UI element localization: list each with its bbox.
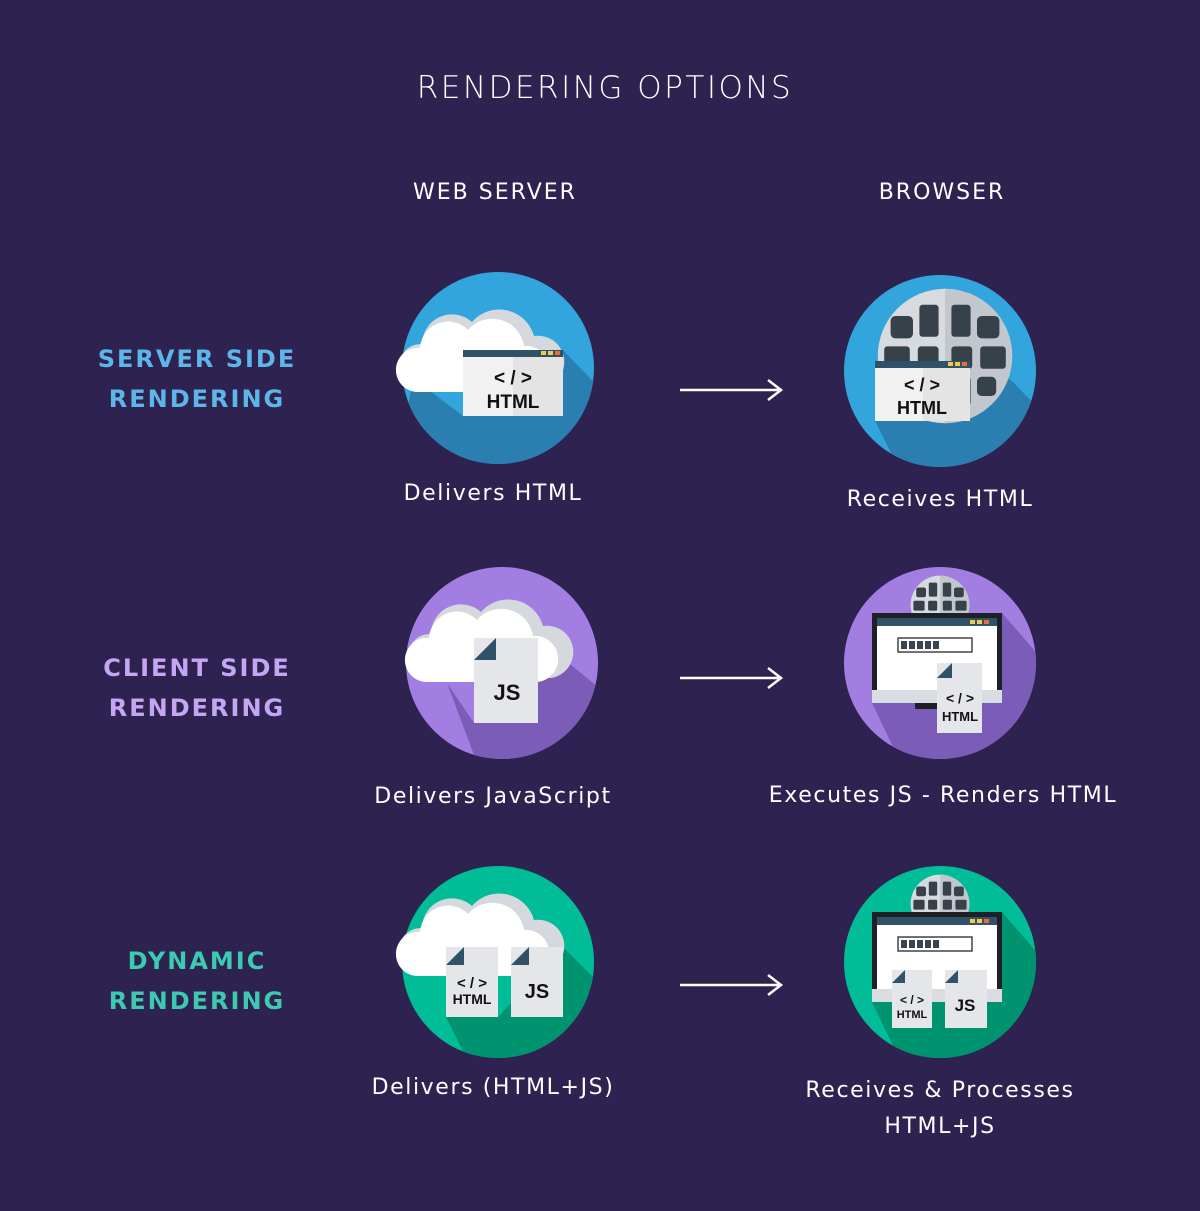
row-label-dynamic-line2: RENDERING <box>108 987 286 1015</box>
arrow-icon <box>680 379 784 996</box>
caption-dynamic-server: Delivers (HTML+JS) <box>371 1075 615 1100</box>
svg-text:HTML: HTML <box>897 398 947 418</box>
svg-text:< / >: < / > <box>946 690 974 706</box>
row-label-dynamic-line1: DYNAMIC <box>127 947 267 975</box>
page-title: RENDERING OPTIONS <box>416 70 794 106</box>
svg-text:< / >: < / > <box>904 375 940 395</box>
caption-csr-server: Delivers JavaScript <box>374 784 612 809</box>
monitor-html-js-files-icon: < / > HTML JS <box>844 866 1036 1058</box>
monitor-html-file-icon: < / > HTML <box>844 567 1036 759</box>
svg-text:JS: JS <box>955 996 976 1015</box>
caption-ssr-server: Delivers HTML <box>403 481 583 506</box>
svg-text:HTML: HTML <box>453 991 492 1007</box>
svg-text:HTML: HTML <box>897 1009 928 1021</box>
caption-dynamic-browser-line2: HTML+JS <box>884 1114 996 1139</box>
globe-html-window-icon: < / > HTML <box>844 275 1036 467</box>
caption-dynamic-browser-line1: Receives & Processes <box>805 1078 1075 1103</box>
column-header-browser: BROWSER <box>878 180 1006 205</box>
svg-text:< / >: < / > <box>900 993 924 1007</box>
svg-text:JS: JS <box>525 981 549 1003</box>
svg-text:JS: JS <box>494 680 521 705</box>
row-label-ssr-line1: SERVER SIDE <box>97 345 297 373</box>
column-header-web-server: WEB SERVER <box>413 180 577 205</box>
cloud-html-window-icon: < / > HTML <box>395 272 594 464</box>
cloud-html-js-files-icon: < / > HTML JS <box>395 866 594 1058</box>
svg-text:HTML: HTML <box>487 392 540 413</box>
caption-ssr-browser: Receives HTML <box>846 487 1034 512</box>
svg-text:< / >: < / > <box>494 368 532 389</box>
row-label-csr-line2: RENDERING <box>108 694 286 722</box>
caption-csr-browser: Executes JS - Renders HTML <box>768 783 1118 808</box>
svg-text:< / >: < / > <box>457 975 487 992</box>
row-label-csr-line1: CLIENT SIDE <box>103 654 291 682</box>
svg-text:HTML: HTML <box>942 709 978 724</box>
row-label-ssr-line2: RENDERING <box>108 385 286 413</box>
cloud-js-file-icon: JS <box>404 567 598 759</box>
